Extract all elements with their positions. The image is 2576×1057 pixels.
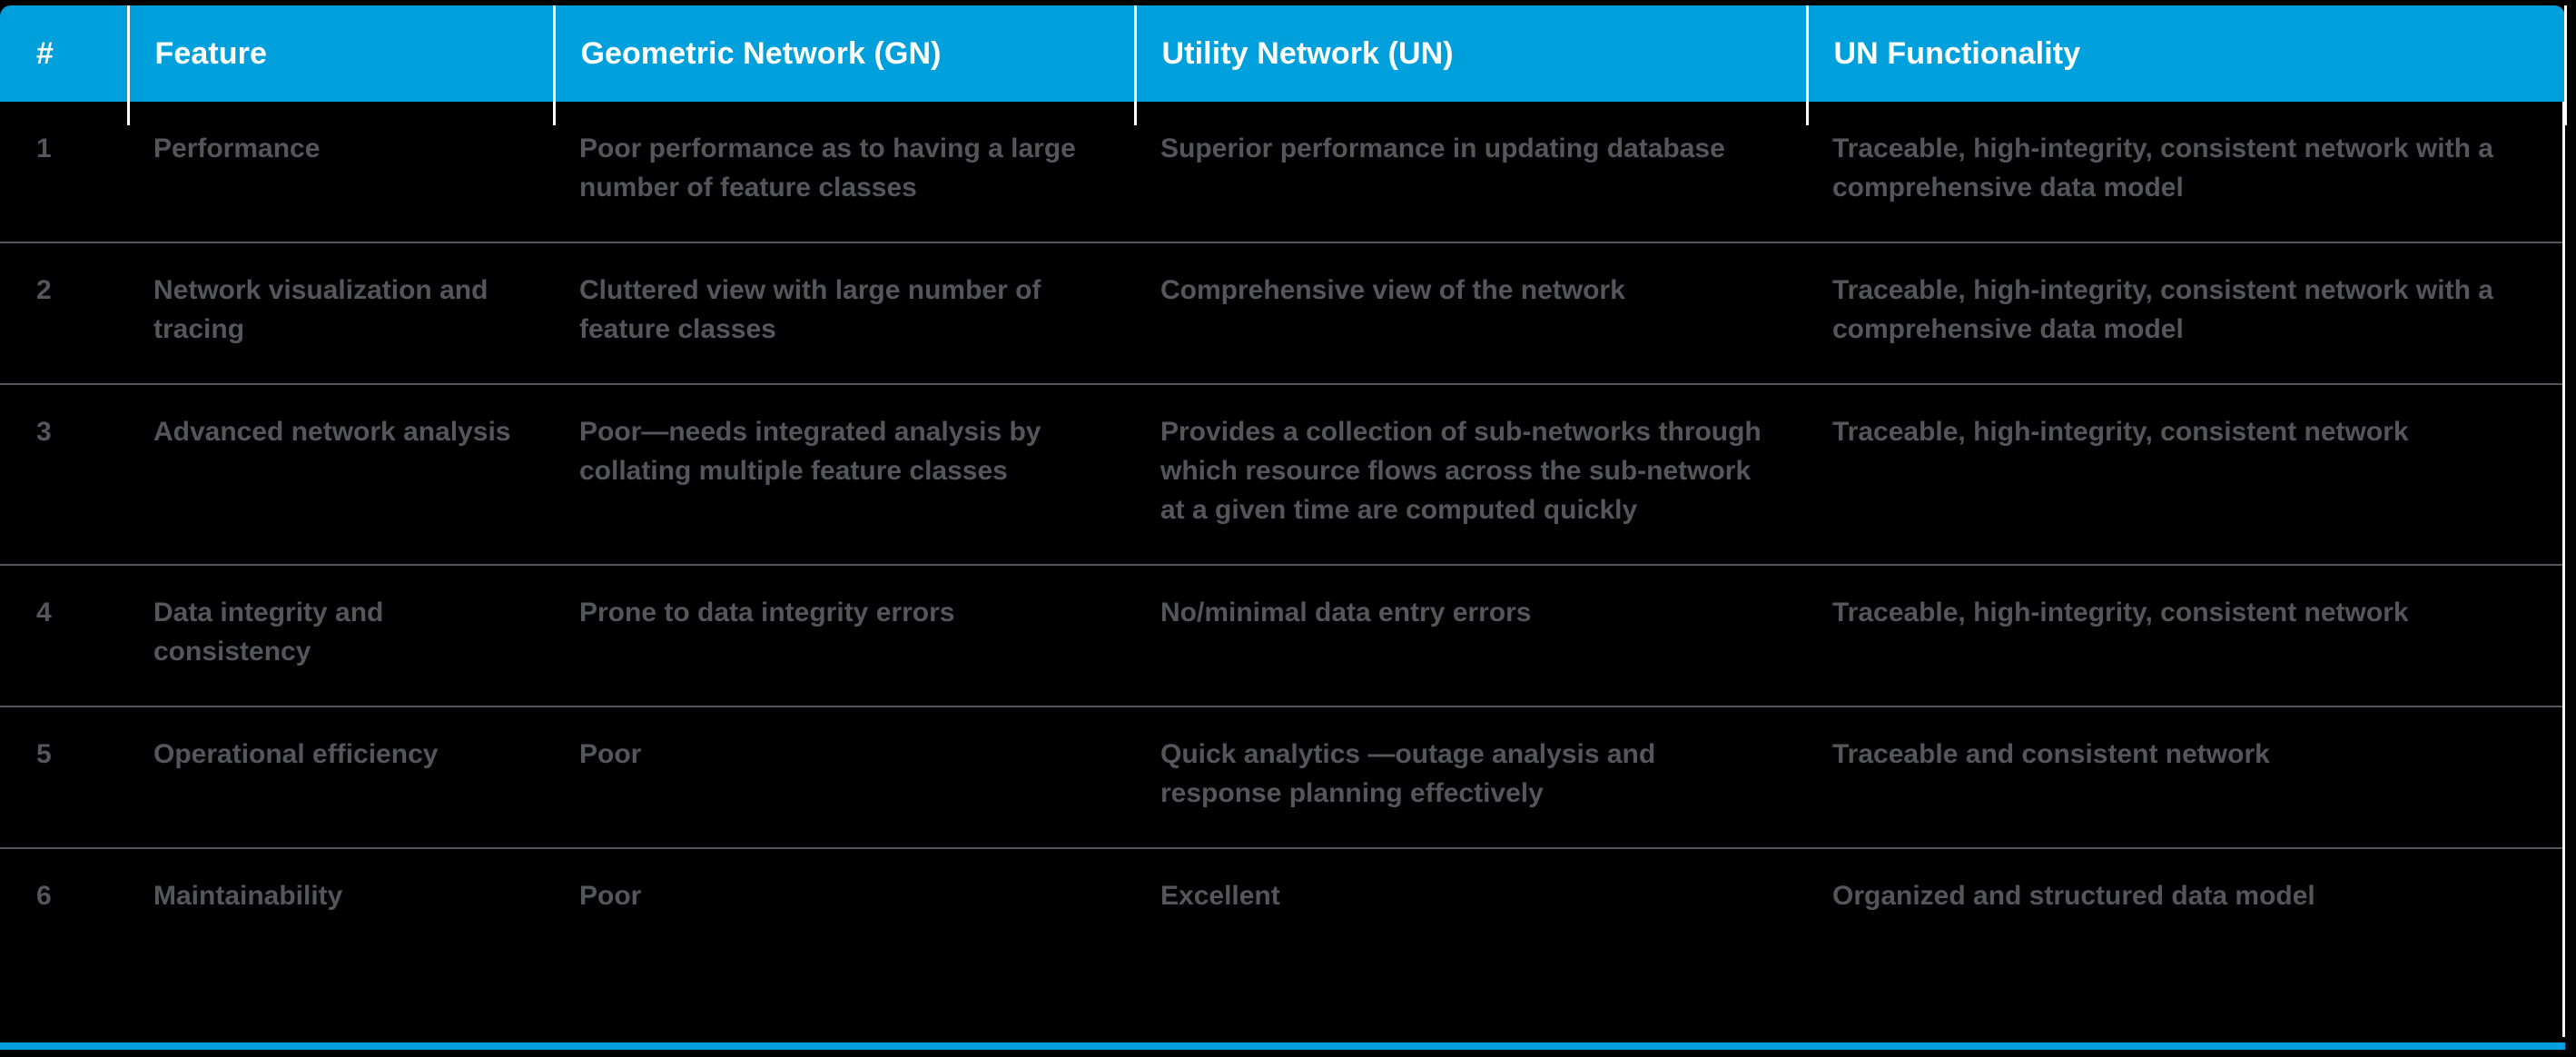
right-edge-rule [2562, 102, 2565, 1037]
column-header-un-functionality: UN Functionality [1807, 5, 2567, 125]
table-header: # Feature Geometric Network (GN) Utility… [0, 5, 2567, 125]
column-header-geometric-network: Geometric Network (GN) [554, 5, 1137, 125]
cell-geometric-network: Prone to data integrity errors [554, 565, 1135, 707]
cell-geometric-network: Poor performance as to having a large nu… [554, 102, 1135, 243]
column-header-feature: Feature [128, 5, 556, 125]
cell-un-functionality: Traceable, high-integrity, consistent ne… [1807, 102, 2565, 243]
cell-utility-network: Quick analytics —outage analysis and res… [1135, 706, 1807, 849]
cell-feature: Performance [128, 102, 554, 243]
column-header-utility-network: Utility Network (UN) [1135, 5, 1809, 125]
cell-un-functionality: Traceable, high-integrity, consistent ne… [1807, 242, 2565, 385]
cell-un-functionality: Traceable, high-integrity, consistent ne… [1807, 384, 2565, 566]
cell-geometric-network: Poor [554, 706, 1135, 849]
cell-geometric-network: Cluttered view with large number of feat… [554, 242, 1135, 385]
cell-geometric-network: Poor—needs integrated analysis by collat… [554, 384, 1135, 566]
header-row: # Feature Geometric Network (GN) Utility… [0, 5, 2567, 125]
cell-number: 6 [0, 848, 128, 950]
gn-un-comparison-table: # Feature Geometric Network (GN) Utility… [0, 5, 2567, 950]
cell-utility-network: No/minimal data entry errors [1135, 565, 1807, 707]
cell-utility-network: Superior performance in updating databas… [1135, 102, 1807, 243]
cell-number: 4 [0, 565, 128, 707]
cell-utility-network: Comprehensive view of the network [1135, 242, 1807, 385]
cell-geometric-network: Poor [554, 848, 1135, 950]
cell-number: 2 [0, 242, 128, 385]
cell-un-functionality: Traceable and consistent network [1807, 706, 2565, 849]
column-header-number: # [0, 5, 130, 125]
cell-un-functionality: Traceable, high-integrity, consistent ne… [1807, 565, 2565, 707]
cell-feature: Network visualization and tracing [128, 242, 554, 385]
bottom-accent-bar [0, 1042, 2565, 1050]
cell-number: 3 [0, 384, 128, 566]
cell-feature: Maintainability [128, 848, 554, 950]
cell-feature: Operational efficiency [128, 706, 554, 849]
cell-feature: Data integrity and consistency [128, 565, 554, 707]
cell-utility-network: Excellent [1135, 848, 1807, 950]
cell-feature: Advanced network analysis [128, 384, 554, 566]
cell-number: 1 [0, 102, 128, 243]
cell-un-functionality: Organized and structured data model [1807, 848, 2565, 950]
cell-utility-network: Provides a collection of sub-networks th… [1135, 384, 1807, 566]
cell-number: 5 [0, 706, 128, 849]
